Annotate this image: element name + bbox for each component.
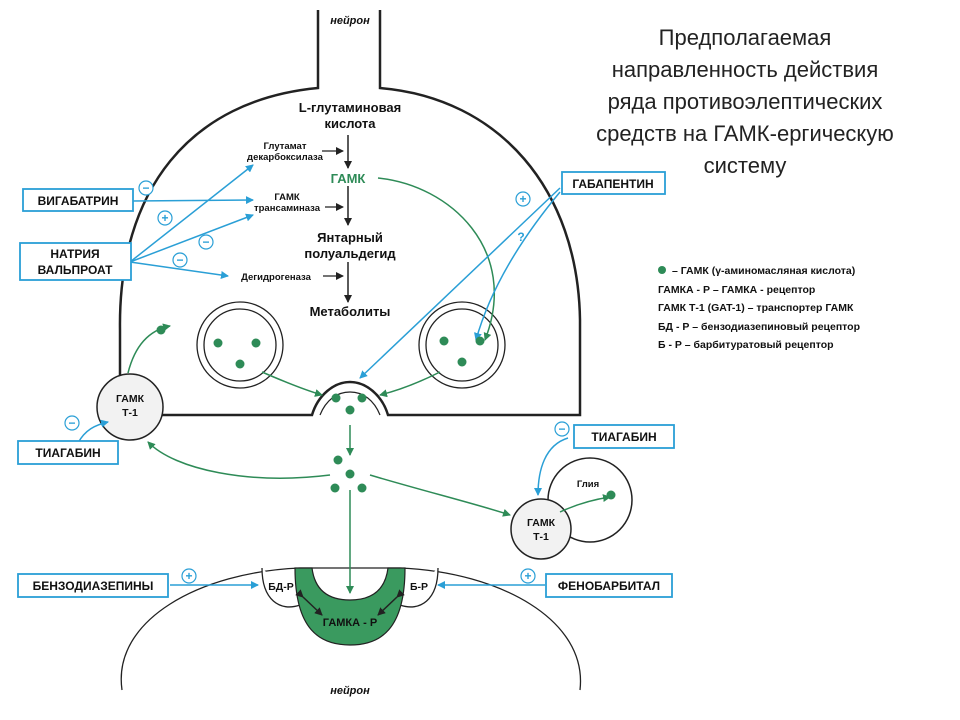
legend: – ГАМК (γ-аминомасляная кислота) ГАМКА -… <box>658 262 958 355</box>
gaba-transporter-left <box>96 373 164 441</box>
sign-minus-valproate-dehydrogenase: − <box>176 253 183 267</box>
sign-plus-gabapentin: + <box>519 192 526 206</box>
arrow-reuptake-right <box>369 474 511 517</box>
arrow-vesicle-right-to-terminal <box>379 371 441 398</box>
benzodiazepines-label: БЕНЗОДИАЗЕПИНЫ <box>33 579 154 593</box>
gad-label-line2: декарбоксилаза <box>247 152 324 163</box>
bd-r-receptor-shape <box>261 567 301 608</box>
gaba-t-label-line1: ГАМК <box>274 192 300 203</box>
phenobarbital-label: ФЕНОБАРБИТАЛ <box>558 579 660 593</box>
gaba-molecules <box>156 325 616 500</box>
sign-plus-valproate-gad: + <box>161 211 168 225</box>
valproate-label-line2: ВАЛЬПРОАТ <box>38 263 114 277</box>
arrow-bd-r-modulation <box>295 589 323 616</box>
dehydrogenase-label: Дегидрогеназа <box>241 272 312 283</box>
gabapentin-box: ГАБАПЕНТИН <box>561 171 666 195</box>
arrow-gabapentin-to-terminal <box>359 187 561 379</box>
arrow-valproate-to-dehydrogenase <box>129 261 229 279</box>
arrow-gabapentin-to-vesicle <box>474 191 561 341</box>
tiagabine-left-box: ТИАГАБИН <box>17 440 119 465</box>
valproate-label-line1: НАТРИЯ <box>50 247 99 261</box>
valproate-box: НАТРИЯ ВАЛЬПРОАТ <box>19 242 132 281</box>
tiagabine-right-label: ТИАГАБИН <box>591 430 656 444</box>
gad-label-line1: Глутамат <box>264 141 307 152</box>
phenobarbital-box: ФЕНОБАРБИТАЛ <box>545 573 673 598</box>
arrow-valproate-to-gaba-t <box>129 213 254 263</box>
legend-text-gaba: – ГАМК (γ-аминомасляная кислота) <box>672 265 856 277</box>
title-line-4: средств на ГАМК-ергическую <box>596 121 894 146</box>
vesicle-left <box>196 301 284 389</box>
gaba-a-receptor-label: ГАМКА - Р <box>323 617 377 629</box>
sign-minus-vigabatrin: − <box>142 181 149 195</box>
benzodiazepines-box: БЕНЗОДИАЗЕПИНЫ <box>17 573 169 598</box>
legend-item-gaba: – ГАМК (γ-аминомасляная кислота) <box>658 262 958 281</box>
title-line-1: Предполагаемая <box>658 25 832 50</box>
gabapentin-label: ГАБАПЕНТИН <box>572 177 653 191</box>
title-line-2: направленность действия <box>611 57 879 82</box>
succinic-line2: полуальдегид <box>304 246 396 261</box>
gaba-dot-icon <box>658 266 666 274</box>
sign-minus-tiagabine-left: − <box>68 416 75 430</box>
glutamic-acid-line2: кислота <box>324 116 376 131</box>
metabolites-label: Метаболиты <box>310 304 391 319</box>
vigabatrin-box: ВИГАБАТРИН <box>22 188 134 212</box>
transporter-left-line1: ГАМК <box>116 393 145 405</box>
legend-item-transporter: ГАМК Т-1 (GAT-1) – транспортер ГАМК <box>658 302 854 314</box>
arrow-b-r-modulation <box>377 589 405 616</box>
arrow-vesicle-left-to-terminal <box>261 371 323 397</box>
arrow-vigabatrin-to-gaba-t <box>131 196 254 205</box>
sign-minus-valproate-gaba-t: − <box>202 235 209 249</box>
transporter-right-line1: ГАМК <box>527 517 556 529</box>
b-r-receptor-shape <box>399 567 439 608</box>
arrow-reuptake-left <box>147 441 331 479</box>
gaba-t-label-line2: трансаминаза <box>254 203 321 214</box>
tiagabine-left-label: ТИАГАБИН <box>35 446 100 460</box>
pathway-labels: нейрон L-глутаминовая кислота Глутамат д… <box>116 15 599 697</box>
arrow-tiagabine-to-transporter-right <box>534 437 569 496</box>
neuron-bottom-label: нейрон <box>330 685 370 697</box>
succinic-line1: Янтарный <box>317 230 383 245</box>
sign-question-gabapentin: ? <box>517 230 524 244</box>
sign-minus-tiagabine-right: − <box>558 422 565 436</box>
glia-label: Глия <box>577 479 599 490</box>
bd-r-label: БД-Р <box>268 581 294 593</box>
sign-plus-benzodiazepines: + <box>185 569 192 583</box>
neuron-top-label: нейрон <box>330 15 370 27</box>
modulation-signs: − + − − + ? − − + + <box>64 180 570 584</box>
slide-title: Предполагаемая направленность действия р… <box>555 22 935 182</box>
glutamic-acid-line1: L-глутаминовая <box>299 100 401 115</box>
b-r-label: Б-Р <box>410 581 428 593</box>
arrow-transporter-to-glia <box>559 494 611 513</box>
arrow-tiagabine-to-transporter-left <box>77 419 109 444</box>
legend-item-bd-receptor: БД - Р – бензодиазепиновый рецептор <box>658 320 861 333</box>
transporter-left-line2: Т-1 <box>122 407 138 419</box>
transporter-right-line2: Т-1 <box>533 531 549 543</box>
title-line-3: ряда противоэлептических <box>607 89 883 114</box>
presynaptic-neuron-outline <box>118 10 582 417</box>
legend-item-gaba-a-receptor: ГАМКА - Р – ГАМКА - рецептор <box>658 283 816 296</box>
arrow-valproate-to-gad <box>129 164 254 263</box>
synaptic-membrane-inner <box>319 391 381 416</box>
tiagabine-right-box: ТИАГАБИН <box>573 424 675 449</box>
gaba-transporter-right <box>510 498 572 560</box>
legend-item-b-receptor: Б - Р – барбитуратовый рецептор <box>658 339 834 351</box>
vigabatrin-label: ВИГАБАТРИН <box>38 194 119 208</box>
sign-plus-phenobarbital: + <box>524 569 531 583</box>
title-line-5: систему <box>703 153 787 178</box>
arrow-gaba-to-vesicle-right <box>377 177 496 341</box>
gaba-label: ГАМК <box>331 171 366 186</box>
